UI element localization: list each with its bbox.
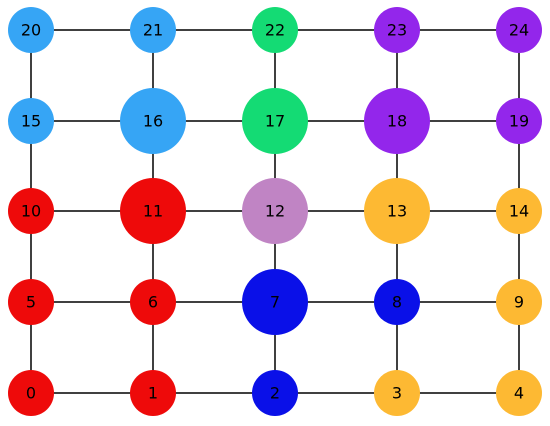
node-circle-13	[364, 178, 430, 244]
node-label-12: 12	[265, 202, 285, 221]
node-circle-7	[242, 269, 308, 335]
node-circle-17	[242, 88, 308, 154]
node-16: 16	[120, 88, 186, 154]
node-label-2: 2	[270, 384, 280, 403]
node-label-22: 22	[265, 21, 285, 40]
node-label-5: 5	[26, 293, 36, 312]
node-circle-24	[496, 7, 542, 53]
node-11: 11	[120, 178, 186, 244]
node-circle-16	[120, 88, 186, 154]
node-circle-14	[496, 188, 542, 234]
node-10: 10	[8, 188, 54, 234]
node-label-10: 10	[21, 202, 41, 221]
node-circle-18	[364, 88, 430, 154]
node-9: 9	[496, 279, 542, 325]
node-label-16: 16	[143, 112, 163, 131]
node-circle-19	[496, 98, 542, 144]
node-circle-11	[120, 178, 186, 244]
node-2: 2	[252, 370, 298, 416]
node-3: 3	[374, 370, 420, 416]
node-label-20: 20	[21, 21, 41, 40]
node-17: 17	[242, 88, 308, 154]
node-circle-20	[8, 7, 54, 53]
node-circle-8	[374, 279, 420, 325]
node-label-21: 21	[143, 21, 163, 40]
node-20: 20	[8, 7, 54, 53]
node-circle-3	[374, 370, 420, 416]
node-label-4: 4	[514, 384, 524, 403]
node-circle-5	[8, 279, 54, 325]
node-18: 18	[364, 88, 430, 154]
node-circle-2	[252, 370, 298, 416]
node-label-18: 18	[387, 112, 407, 131]
node-6: 6	[130, 279, 176, 325]
node-label-15: 15	[21, 112, 41, 131]
node-label-6: 6	[148, 293, 158, 312]
node-circle-15	[8, 98, 54, 144]
node-23: 23	[374, 7, 420, 53]
node-circle-1	[130, 370, 176, 416]
node-circle-12	[242, 178, 308, 244]
node-14: 14	[496, 188, 542, 234]
node-label-11: 11	[143, 202, 163, 221]
node-label-3: 3	[392, 384, 402, 403]
node-24: 24	[496, 7, 542, 53]
node-circle-0	[8, 370, 54, 416]
node-circle-4	[496, 370, 542, 416]
node-5: 5	[8, 279, 54, 325]
node-4: 4	[496, 370, 542, 416]
node-label-17: 17	[265, 112, 285, 131]
node-label-0: 0	[26, 384, 36, 403]
node-circle-6	[130, 279, 176, 325]
node-label-9: 9	[514, 293, 524, 312]
node-circle-10	[8, 188, 54, 234]
node-label-19: 19	[509, 112, 529, 131]
node-label-8: 8	[392, 293, 402, 312]
node-15: 15	[8, 98, 54, 144]
node-19: 19	[496, 98, 542, 144]
node-13: 13	[364, 178, 430, 244]
node-label-13: 13	[387, 202, 407, 221]
node-circle-22	[252, 7, 298, 53]
node-circle-21	[130, 7, 176, 53]
node-7: 7	[242, 269, 308, 335]
node-1: 1	[130, 370, 176, 416]
node-0: 0	[8, 370, 54, 416]
node-label-24: 24	[509, 21, 529, 40]
node-label-1: 1	[148, 384, 158, 403]
node-22: 22	[252, 7, 298, 53]
node-circle-9	[496, 279, 542, 325]
node-label-7: 7	[270, 293, 280, 312]
node-circle-23	[374, 7, 420, 53]
node-8: 8	[374, 279, 420, 325]
node-21: 21	[130, 7, 176, 53]
node-label-23: 23	[387, 21, 407, 40]
node-label-14: 14	[509, 202, 529, 221]
node-12: 12	[242, 178, 308, 244]
